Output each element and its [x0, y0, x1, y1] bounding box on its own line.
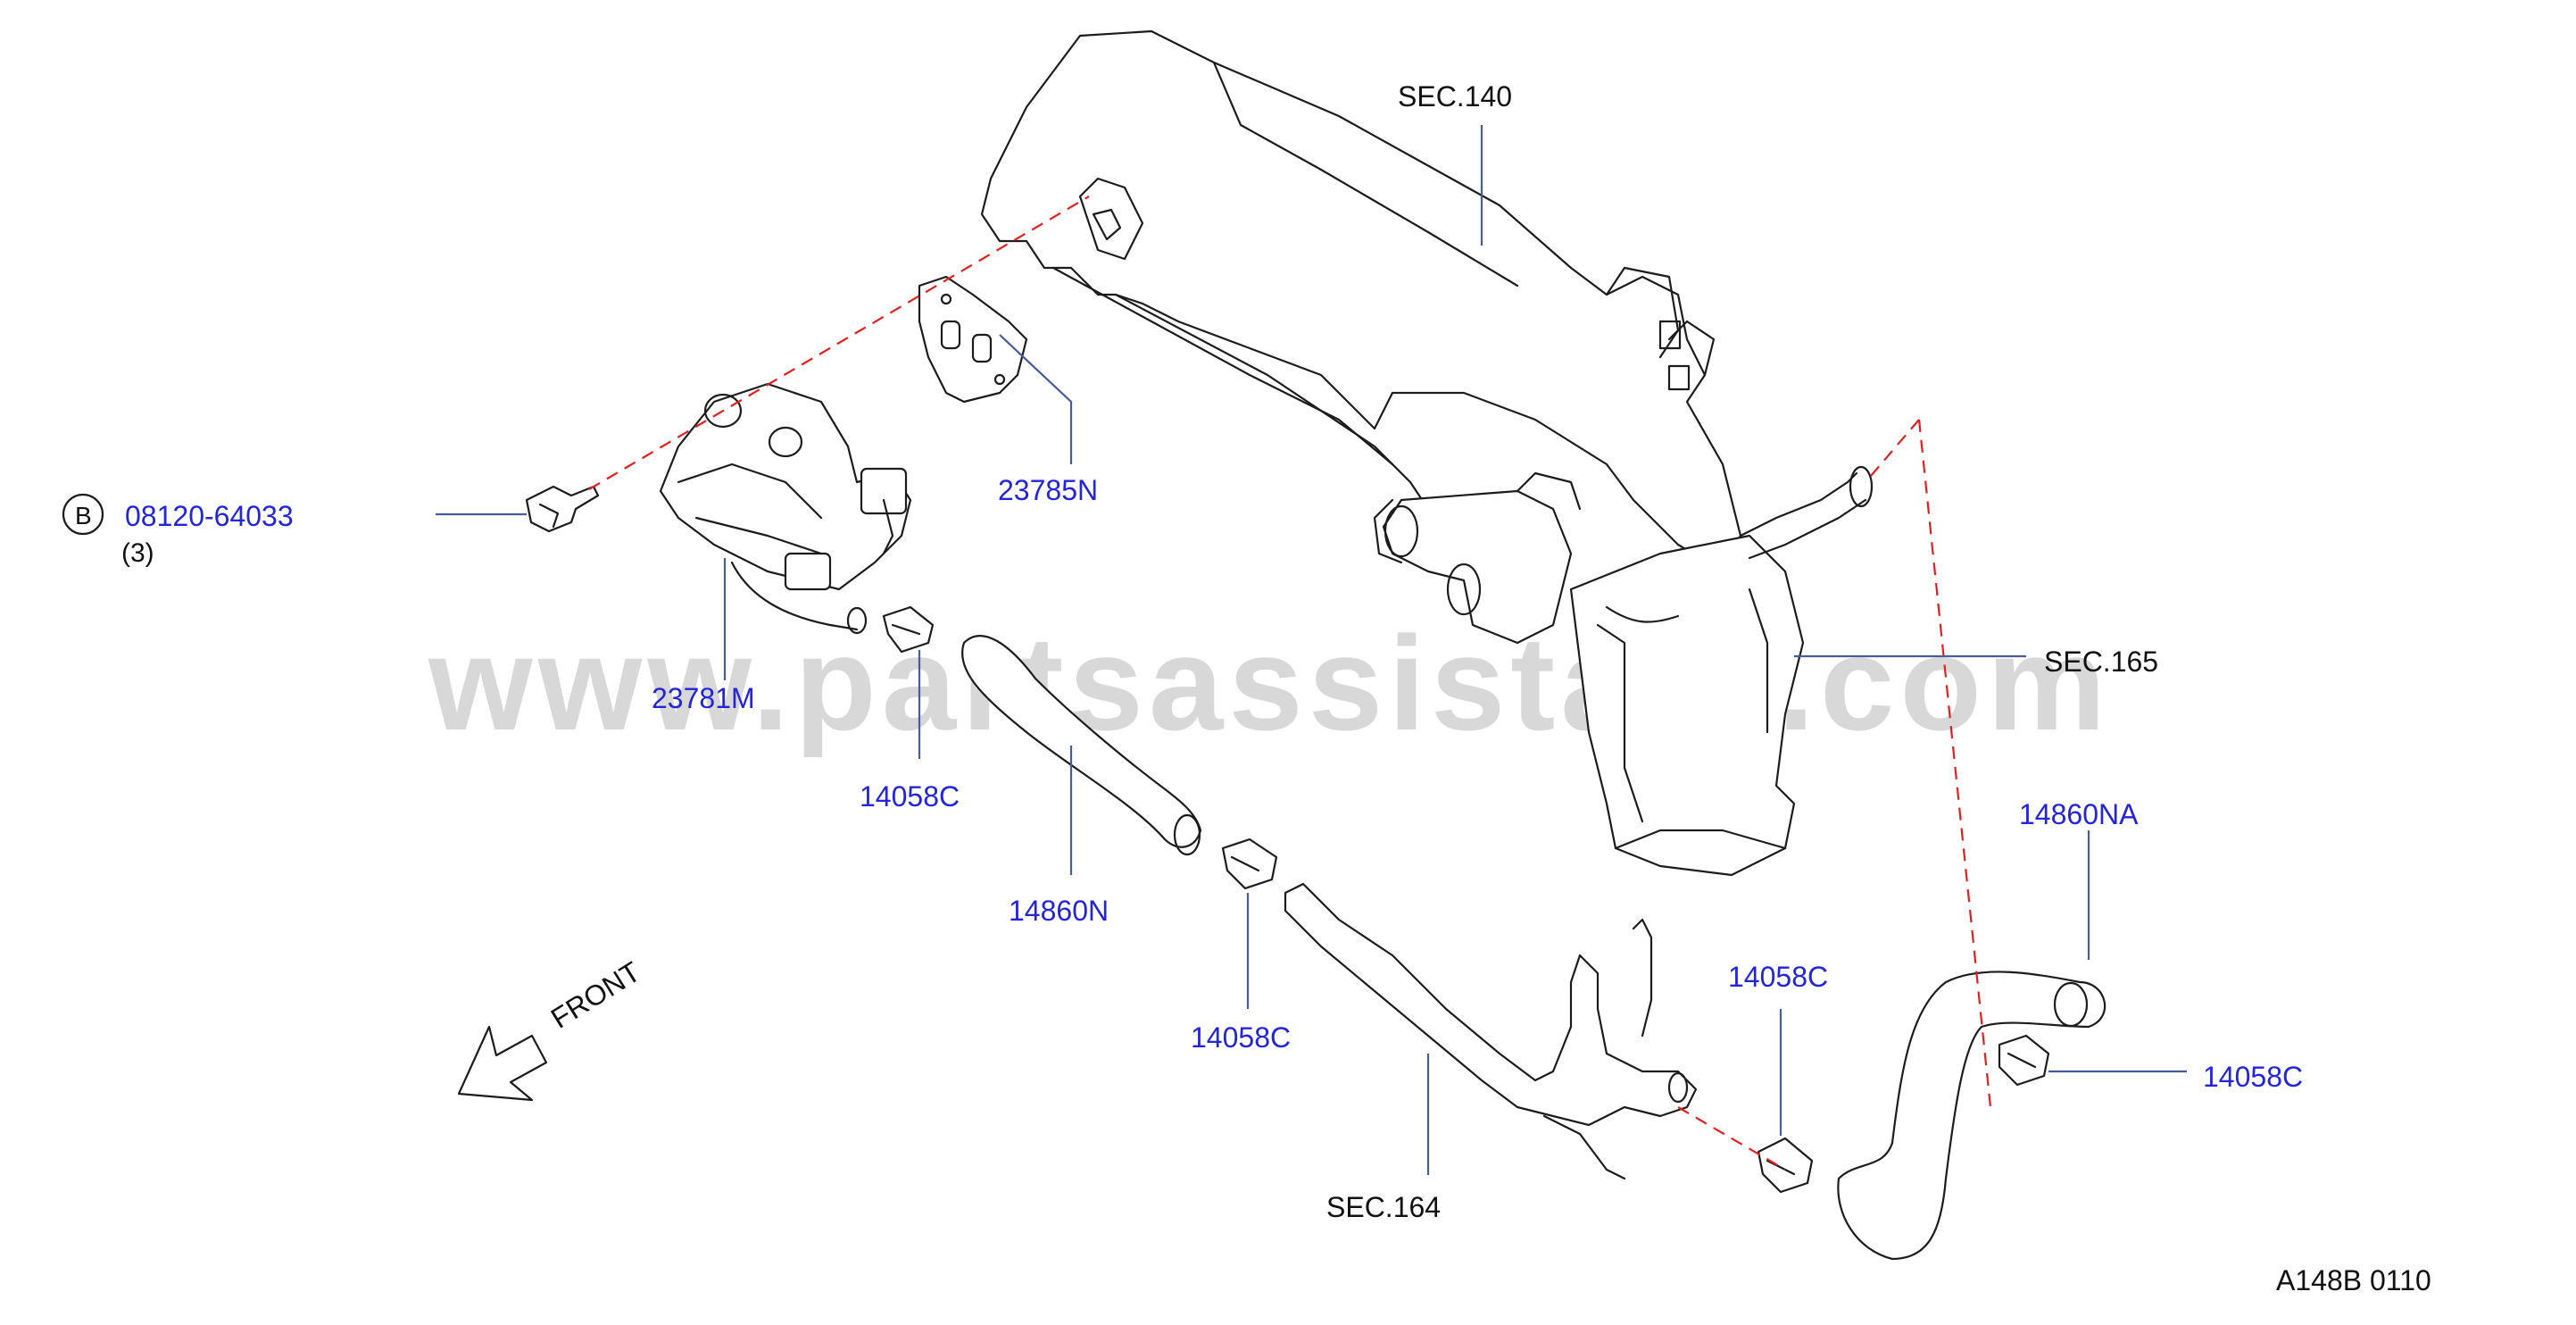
- label-sec-165[interactable]: SEC.165: [2044, 646, 2159, 678]
- reference-line-joint: [1677, 1106, 1786, 1171]
- bolt-marker-circle: [62, 493, 104, 536]
- label-bolt-quantity: (3): [121, 538, 154, 568]
- hose-14860na: [1837, 971, 2107, 1261]
- gasket-23785n: [918, 275, 1028, 404]
- reference-line-bolt: [588, 196, 1090, 490]
- intake-manifold: [980, 29, 1742, 573]
- hose-14860n: [961, 635, 1202, 856]
- label-sec-140[interactable]: SEC.140: [1398, 80, 1513, 112]
- water-pipe: [1284, 882, 1698, 1180]
- leader-lines: [436, 125, 2187, 1175]
- label-part-08120-64033[interactable]: 08120-64033: [125, 500, 294, 532]
- clamp-14058c-2: [1221, 838, 1278, 890]
- reference-line-pipe: [1917, 419, 1992, 1108]
- manifold-fittings: [1373, 471, 1582, 645]
- bolt-marker-letter: B: [75, 502, 92, 529]
- label-sec-164[interactable]: SEC.164: [1326, 1191, 1442, 1223]
- reference-line-pipe-lower: [1865, 419, 1920, 483]
- clamp-14058c-4: [1998, 1034, 2050, 1087]
- label-part-23781m[interactable]: 23781M: [652, 682, 755, 714]
- diagram-code: A148B 0110: [2276, 1264, 2431, 1296]
- label-part-23785n[interactable]: 23785N: [998, 474, 1099, 506]
- label-part-14058c-1[interactable]: 14058C: [860, 780, 960, 812]
- clamp-14058c-3: [1757, 1137, 1814, 1194]
- valve-23781m: [659, 382, 912, 635]
- air-duct: [1569, 465, 1874, 877]
- label-part-14860n[interactable]: 14860N: [1009, 895, 1109, 927]
- label-part-14860na[interactable]: 14860NA: [2019, 798, 2139, 830]
- clamp-14058c-1: [882, 605, 935, 654]
- front-arrow: [457, 1025, 548, 1102]
- bolt-08120-64033: [525, 485, 600, 533]
- label-part-14058c-3[interactable]: 14058C: [1728, 961, 1829, 993]
- label-part-14058c-4[interactable]: 14058C: [2203, 1061, 2304, 1093]
- watermark: www.partsassistant.com: [428, 608, 2112, 758]
- label-part-14058c-2[interactable]: 14058C: [1191, 1021, 1292, 1054]
